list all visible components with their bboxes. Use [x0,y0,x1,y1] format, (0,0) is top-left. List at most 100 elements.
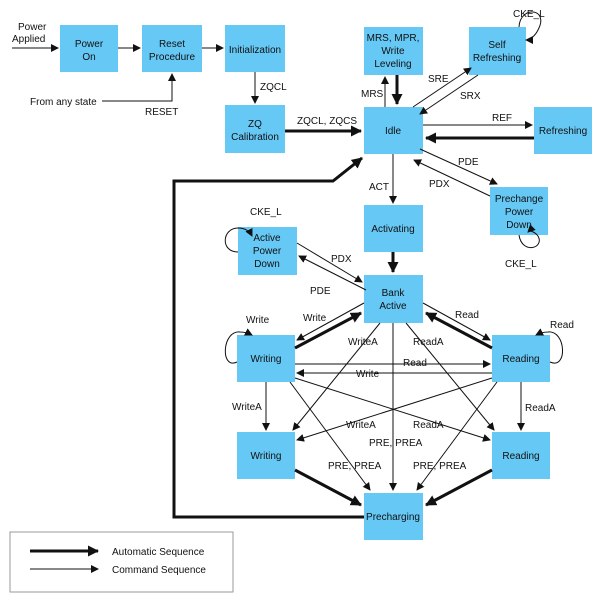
state-power-on-line1: Power [75,39,104,50]
label-writea-bank: WriteA [348,337,378,348]
arrow-idle-self-sre [412,67,472,108]
state-writing-1-label: Writing [251,354,282,365]
state-activating-label: Activating [371,224,414,235]
legend-command-label: Command Sequence [112,565,206,576]
state-precharging-label: Precharging [366,512,420,523]
state-zq-line1: ZQ [248,119,262,130]
label-cke-l-active: CKE_L [250,207,282,218]
arrow-from-any-state [102,73,176,102]
label-reada-bank: ReadA [413,337,444,348]
arrow-reading-precharging [416,381,498,491]
state-bank-line1: Bank [382,288,406,299]
label-read-cross: Read [403,358,427,369]
state-pcpd-line2: Power [505,207,534,218]
legend-automatic-label: Automatic Sequence [112,547,205,558]
label-power: Power [18,22,47,33]
label-zqcl-zqcs: ZQCL, ZQCS [297,116,357,127]
state-zq-calibration: ZQ Calibration [225,105,285,153]
arrow-bank-reading [422,302,491,341]
state-writing-2-label: Writing [251,451,282,462]
state-initialization: Initialization [225,25,285,72]
arrow-writing-loop [224,328,253,364]
label-sre: SRE [428,74,449,85]
arrow-writing2-precharging [294,468,362,507]
label-pre-prea-right: PRE, PREA [413,461,467,472]
arrow-reading2-precharging [425,468,493,507]
label-applied: Applied [12,34,45,45]
state-bank-active: Bank Active [364,275,423,323]
state-bank-line2: Active [379,301,407,312]
arrow-apd-loop [224,227,253,253]
label-pde-active: PDE [310,286,331,297]
label-mrs: MRS [361,89,384,100]
state-mrs: MRS, MPR, Write Leveling [364,27,423,75]
label-cke-l-self: CKE_L [513,9,545,20]
label-writea-left: WriteA [232,402,262,413]
arrow-reading-writing2 [296,377,493,442]
state-reading-2-label: Reading [502,451,539,462]
label-reada-diag: ReadA [413,420,444,431]
label-write-cross: Write [356,369,380,380]
state-self-refreshing: Self Refreshing [469,27,526,75]
arrow-bank-reading2 [405,322,495,431]
label-cke-l-prechange: CKE_L [505,259,537,270]
state-apd-line3: Down [254,259,280,270]
arrow-bank-apd [298,255,367,291]
state-reset-line1: Reset [159,39,185,50]
state-active-power-down: Active Power Down [238,227,297,275]
label-writea-diag: WriteA [346,420,376,431]
label-pde-idle: PDE [458,157,479,168]
arrow-bank-writing2 [292,322,381,431]
label-read-bank: Read [455,310,479,321]
arrow-pcpd-idle [413,159,491,197]
state-apd-line1: Active [253,233,281,244]
state-initialization-label: Initialization [229,45,281,56]
arrow-writing-bank [294,311,362,350]
state-pcpd-line1: Prechange [495,194,544,205]
state-idle: Idle [364,107,423,154]
state-activating: Activating [364,205,423,252]
arrow-reading-bank [425,311,493,350]
state-reading-1-label: Reading [502,354,539,365]
state-reset-line2: Procedure [149,52,196,63]
state-precharging: Precharging [364,493,423,540]
arrow-self-idle-srx [419,74,479,115]
label-write-bank: Write [303,313,327,324]
state-prechange-power-down: Prechange Power Down [490,187,548,235]
label-write-self: Write [246,315,270,326]
state-self-line2: Refreshing [473,53,521,64]
state-writing-1: Writing [237,335,295,382]
arrow-bank-writing [296,302,365,341]
arrow-idle-pcpd [419,148,498,185]
label-from-any-state: From any state [30,97,97,108]
label-reada-right: ReadA [525,403,556,414]
state-pcpd-line3: Down [506,220,532,231]
state-reading-1: Reading [492,335,550,382]
state-mrs-line1: MRS, MPR, [367,33,420,44]
label-srx: SRX [460,91,481,102]
arrow-precharging-idle [172,156,364,519]
state-reading-2: Reading [492,432,550,479]
label-act: ACT [369,182,389,193]
arrow-writing-precharging [289,381,371,491]
state-mrs-line2: Write [381,46,405,57]
state-power-on-line2: On [82,52,95,63]
state-reset-procedure: Reset Procedure [142,25,202,72]
legend: Automatic Sequence Command Sequence [9,531,234,593]
arrow-pcpd-loop [518,224,540,248]
arrow-apd-bank [296,242,363,283]
state-refreshing: Refreshing [534,107,592,154]
state-apd-line2: Power [253,246,282,257]
label-pre-prea-center: PRE, PREA [369,438,423,449]
state-self-line1: Self [488,40,505,51]
label-reset: RESET [145,107,178,118]
state-power-on: Power On [60,25,118,72]
state-writing-2: Writing [237,432,295,479]
state-mrs-line3: Leveling [374,59,411,70]
state-idle-label: Idle [385,126,402,137]
arrow-reading-loop [535,328,563,364]
label-read-self: Read [550,320,574,331]
label-zqcl: ZQCL [260,82,287,93]
label-pre-prea-left: PRE, PREA [328,461,382,472]
